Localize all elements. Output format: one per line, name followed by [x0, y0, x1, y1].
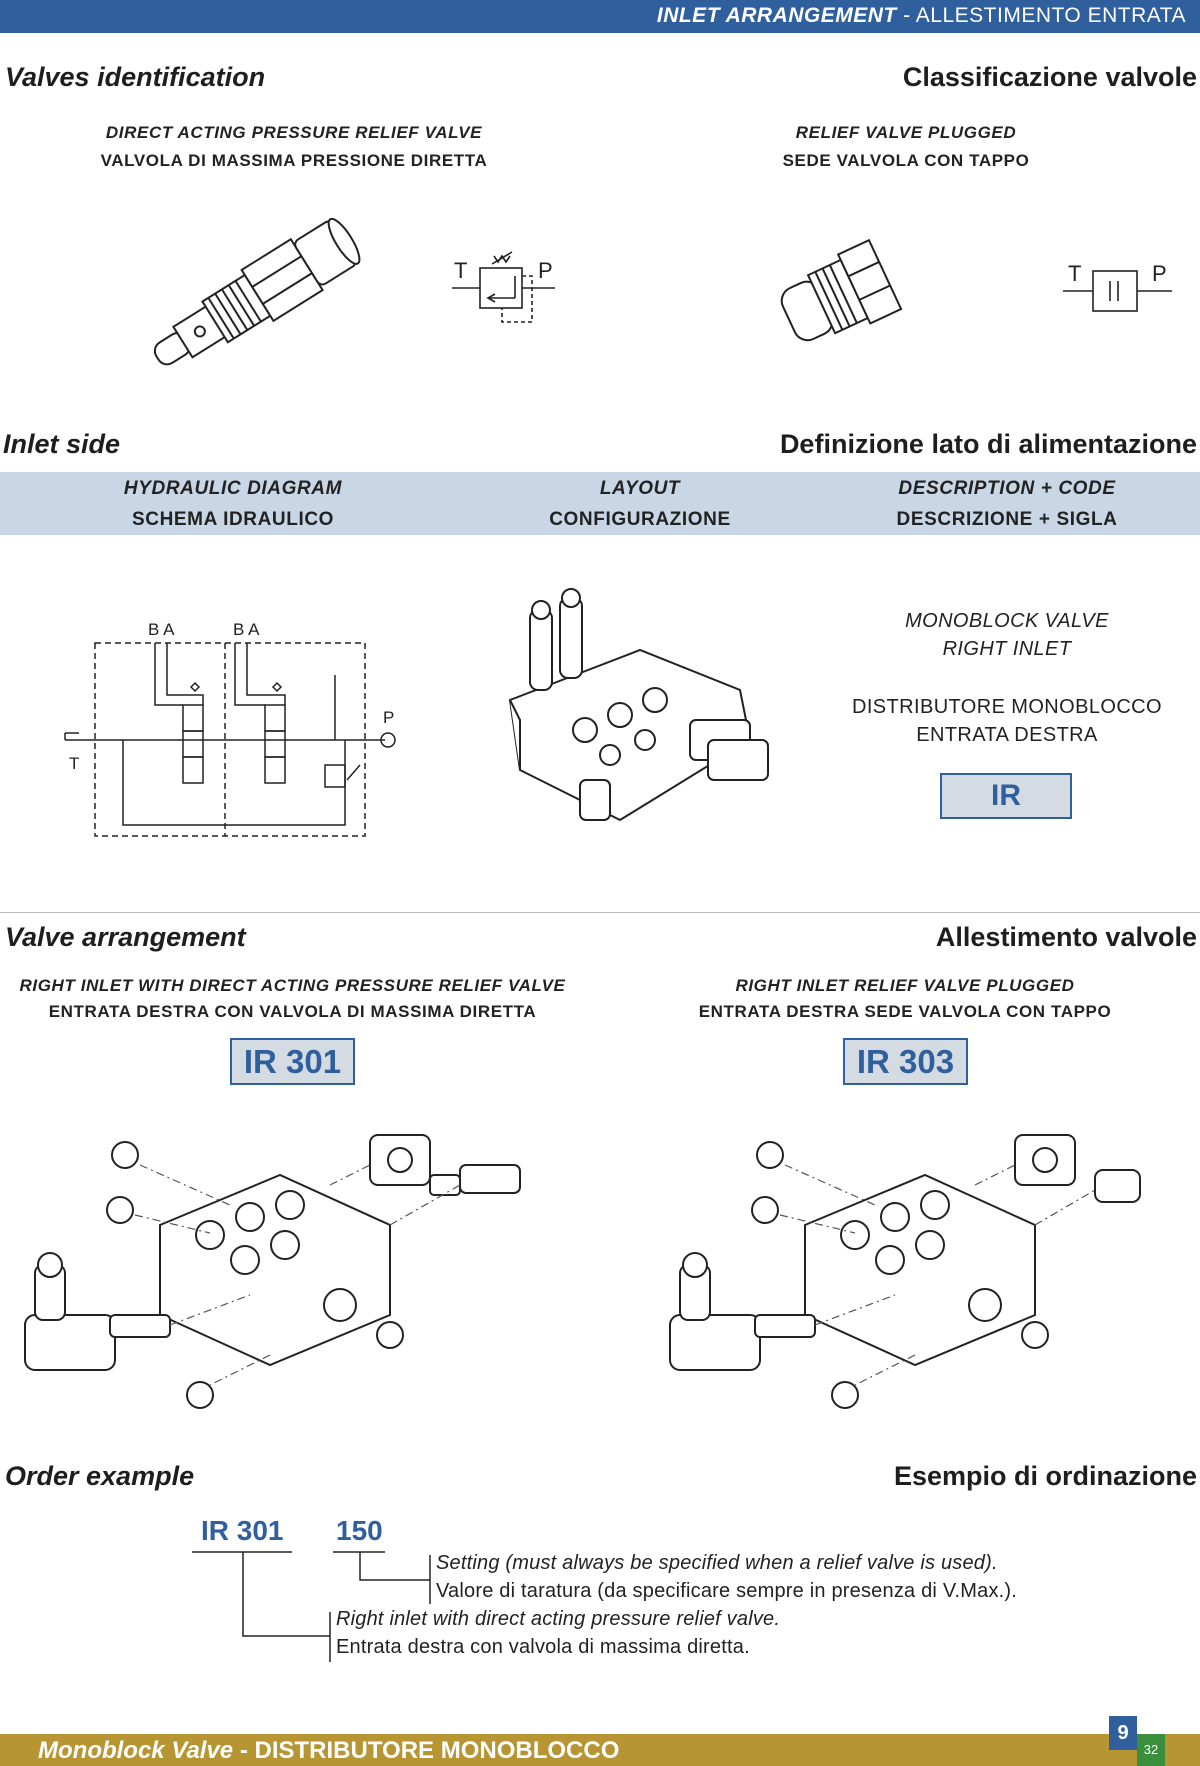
col-hydraulic-en: HYDRAULIC DIAGRAM	[123, 478, 343, 499]
plus-sign: +	[1040, 478, 1053, 499]
header-bar	[0, 0, 1200, 33]
desc-monoblock-en: MONOBLOCK VALVE	[905, 610, 1109, 632]
relief-valve-drawing	[153, 217, 361, 366]
valve-allestimento-heading: Allestimento valvole	[935, 922, 1197, 952]
ir301-caption-it: ENTRATA DESTRA CON VALVOLA DI MASSIMA DI…	[48, 1002, 537, 1021]
page-index: 32	[1137, 1734, 1165, 1766]
plugged-caption-it: SEDE VALVOLA CON TAPPO	[782, 151, 1030, 170]
order-inlet-it: Entrata destra con valvola di massima di…	[336, 1636, 750, 1658]
code-badge-ir: IR	[940, 773, 1072, 819]
relief-valve-caption-en: DIRECT ACTING PRESSURE RELIEF VALVE	[105, 123, 483, 142]
ba-label-2: B A	[233, 620, 260, 639]
order-example-heading-it: Esempio di ordinazione	[893, 1461, 1197, 1491]
order-example-heading: Order example	[5, 1461, 195, 1491]
order-code-ir301: IR 301	[201, 1515, 284, 1546]
valve-arrangement-heading: Valve arrangement	[5, 922, 246, 952]
page-number: 9	[1109, 1716, 1137, 1750]
header-title-en: INLET ARRANGEMENT	[656, 4, 897, 27]
order-setting-it: Valore di taratura (da specificare sempr…	[436, 1580, 1018, 1602]
col-layout-it: CONFIGURAZIONE	[549, 509, 731, 530]
col-code-en: CODE	[1058, 478, 1116, 499]
ir303-exploded-drawing	[669, 1134, 1141, 1409]
valves-identification-heading: Valves identification	[5, 62, 266, 92]
footer-bar	[0, 1734, 1200, 1766]
plugged-caption-en: RELIEF VALVE PLUGGED	[795, 123, 1017, 142]
code-badge-ir303: IR 303	[843, 1038, 968, 1085]
col-code-it: SIGLA	[1056, 509, 1118, 530]
header-title-it: ALLESTIMENTO ENTRATA	[915, 4, 1186, 27]
desc-right-inlet-it: ENTRATA DESTRA	[916, 724, 1098, 746]
order-inlet-en: Right inlet with direct acting pressure …	[336, 1608, 781, 1630]
symbol-t-label: T	[454, 258, 467, 283]
section-divider	[0, 912, 1200, 913]
col-description: DESCRIPTION + CODE DESCRIZIONE + SIGLA	[827, 473, 1187, 535]
col-layout-en: LAYOUT	[599, 478, 681, 499]
t-port-label: T	[69, 754, 79, 773]
symbol2-p-label: P	[1152, 261, 1167, 286]
col-layout: LAYOUT CONFIGURAZIONE	[460, 473, 820, 535]
inlet-side-heading: Inlet side	[3, 429, 121, 459]
desc-monoblock-it: DISTRIBUTORE MONOBLOCCO	[852, 696, 1162, 718]
ir301-caption-en: RIGHT INLET WITH DIRECT ACTING PRESSURE …	[19, 976, 566, 995]
code-badge-ir301: IR 301	[230, 1038, 355, 1085]
col-desc-en: DESCRIPTION	[898, 478, 1035, 499]
monoblock-layout-drawing	[508, 588, 769, 822]
footer-title-it: DISTRIBUTORE MONOBLOCCO	[254, 1737, 620, 1764]
footer-title: Monoblock Valve - DISTRIBUTORE MONOBLOCC…	[38, 1737, 619, 1765]
header-title: INLET ARRANGEMENT - ALLESTIMENTO ENTRATA	[657, 4, 1186, 28]
relief-valve-symbol: T P	[452, 251, 555, 323]
valves-classification-heading: Classificazione valvole	[902, 62, 1197, 92]
column-header-band	[0, 472, 1200, 535]
inlet-definition-heading: Definizione lato di alimentazione	[779, 429, 1197, 459]
col-hydraulic-diagram: HYDRAULIC DIAGRAM SCHEMA IDRAULICO	[53, 473, 413, 535]
plugged-symbol: T P	[1063, 261, 1172, 312]
ir303-caption-en: RIGHT INLET RELIEF VALVE PLUGGED	[735, 976, 1075, 995]
ir301-exploded-drawing	[24, 1134, 521, 1409]
desc-right-inlet-en: RIGHT INLET	[942, 638, 1072, 660]
footer-title-en: Monoblock Valve	[38, 1737, 234, 1764]
order-code-setting: 150	[336, 1515, 383, 1546]
header-separator: -	[903, 4, 911, 27]
plus-sign-it: +	[1038, 509, 1051, 530]
col-desc-it: DESCRIZIONE	[896, 509, 1033, 530]
symbol2-t-label: T	[1068, 261, 1081, 286]
hydraulic-diagram: B A B A P T	[64, 620, 396, 837]
col-hydraulic-it: SCHEMA IDRAULICO	[131, 509, 335, 530]
symbol-p-label: P	[538, 258, 553, 283]
plug-drawing	[780, 238, 903, 342]
relief-valve-caption-it: VALVOLA DI MASSIMA PRESSIONE DIRETTA	[100, 151, 488, 170]
ba-label-1: B A	[148, 620, 175, 639]
order-connector-lines	[192, 1551, 431, 1662]
ir303-caption-it: ENTRATA DESTRA SEDE VALVOLA CON TAPPO	[698, 1002, 1112, 1021]
footer-separator: -	[239, 1737, 248, 1764]
p-port-label: P	[383, 708, 394, 727]
order-setting-en: Setting (must always be specified when a…	[436, 1552, 998, 1574]
